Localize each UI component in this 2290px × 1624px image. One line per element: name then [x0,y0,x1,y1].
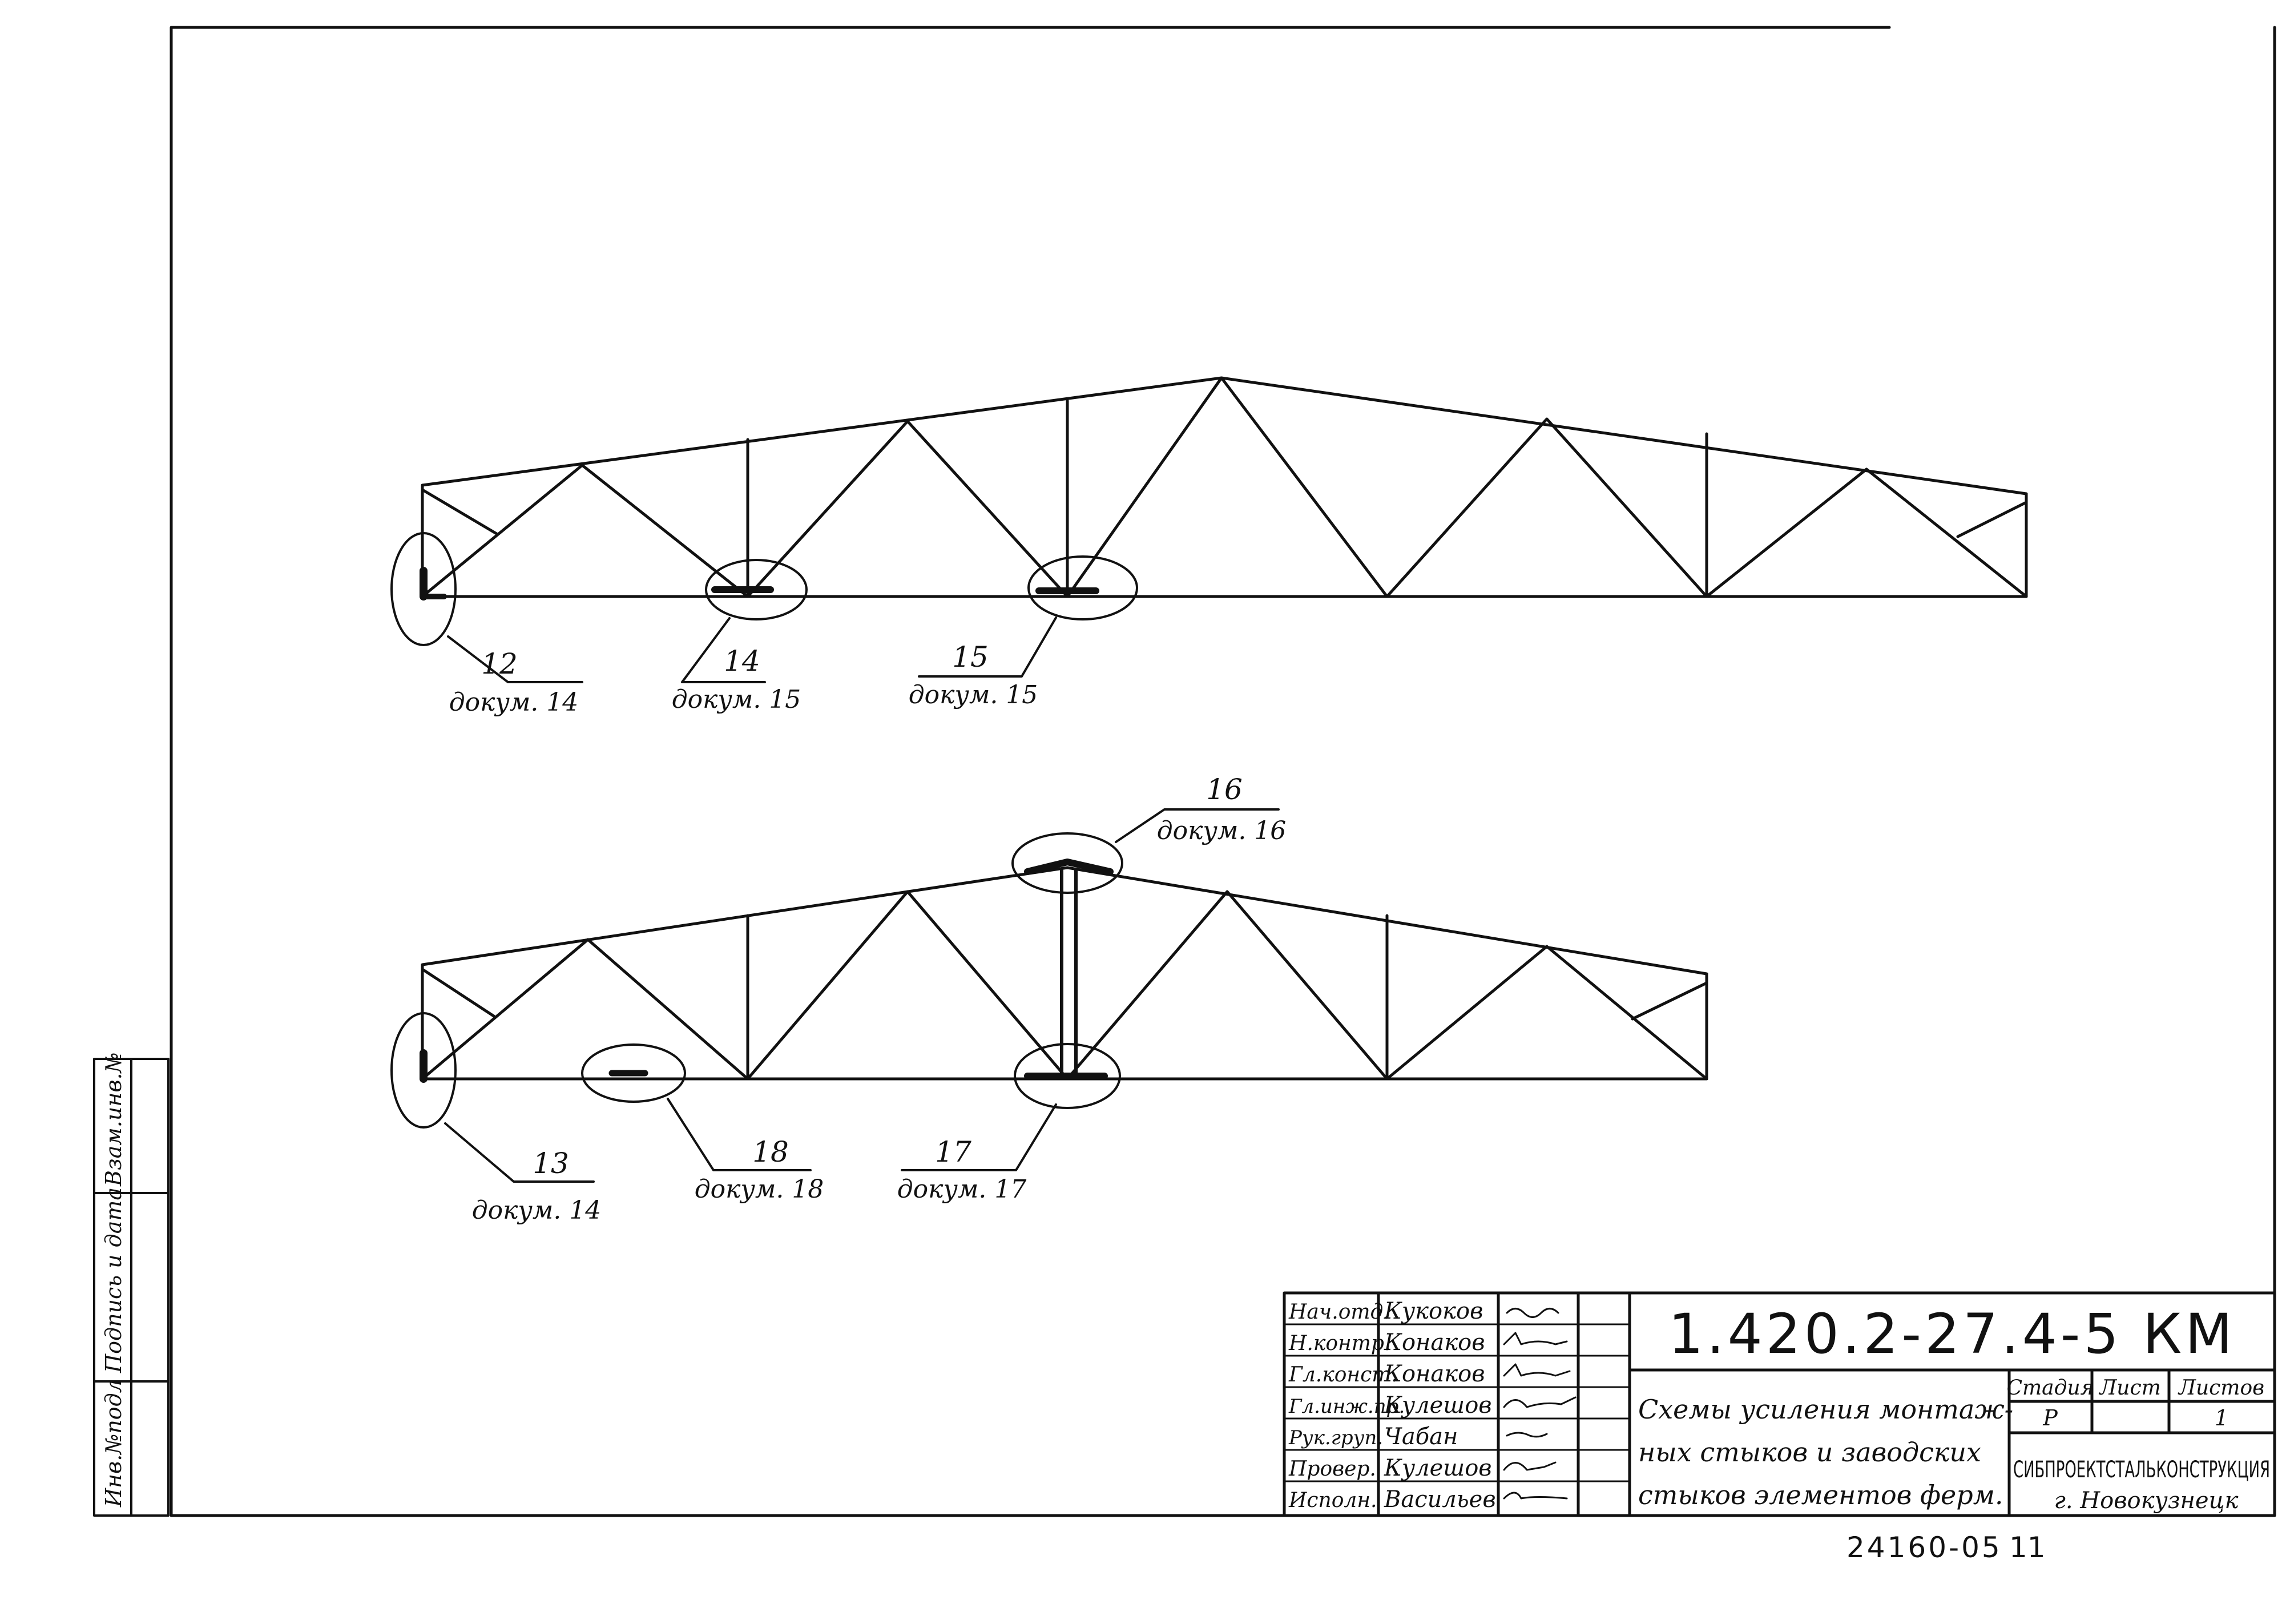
sheet-header: Лист [2098,1376,2161,1400]
side-stamp-vzam-inv: Взам.инв.№ [101,1052,126,1187]
signer-name-4: Кулешов [1384,1392,1492,1419]
callout-18-doc: докум. 18 [695,1175,824,1204]
side-stamp-inv-podl: Инв.№подл [101,1379,126,1508]
callout-12-doc: докум. 14 [449,688,579,717]
truss-lower-detail-marks [390,832,1123,1129]
drawing-frame [170,26,2276,1517]
truss-upper-leaders [447,616,1057,683]
title-block: Нач.отд. Кукоков Н.контр. Конаков Гл.кон… [1283,1291,2276,1517]
callout-16-number: 16 [1206,773,1243,806]
signer-role-6: Провер. [1288,1457,1376,1481]
signer-name-6: Кулешов [1384,1455,1492,1481]
signer-role-7: Исполн. [1288,1489,1377,1512]
description-line-2: ных стыков и заводских [1638,1437,1981,1468]
signer-name-3: Конаков [1384,1361,1485,1387]
organization-city: г. Новокузнецк [2054,1488,2239,1514]
callout-14-doc: докум. 15 [672,685,801,714]
callout-17-number: 17 [935,1135,971,1168]
signer-role-2: Н.контр. [1288,1332,1390,1355]
truss-lower-leaders [444,808,1280,1183]
callout-15-doc: докум. 15 [909,680,1038,710]
sheets-value: 1 [2215,1405,2228,1430]
callout-13-doc: докум. 14 [472,1196,602,1225]
callout-17-doc: докум. 17 [897,1175,1027,1204]
signer-role-5: Рук.груп. [1288,1426,1383,1449]
signer-role-4: Гл.инж.пр. [1288,1395,1405,1418]
callout-13-number: 13 [533,1147,569,1180]
signer-name-5: Чабан [1384,1424,1458,1450]
signature-marks [1503,1308,1577,1500]
stage-header: Стадия [2007,1376,2094,1400]
side-stamp-podpis-data: Подпись и дата [101,1187,126,1373]
side-stamp: Взам.инв.№ Подпись и дата Инв.№подл [93,1052,170,1517]
signer-name-7: Васильев [1384,1486,1496,1513]
organization-name: СИБПРОЕКТСТАЛЬКОНСТРУКЦИЯ [2013,1457,2270,1483]
truss-upper [421,376,2028,598]
truss-upper-detail-marks [390,532,1138,646]
signer-role-3: Гл.конст. [1288,1363,1398,1387]
signer-role-1: Нач.отд. [1288,1300,1390,1324]
signer-name-1: Кукоков [1384,1298,1483,1324]
callout-18-number: 18 [752,1135,789,1168]
callout-12-number: 12 [481,647,518,680]
stage-value: Р [2042,1405,2058,1430]
callout-16-doc: докум. 16 [1157,816,1287,845]
callout-15-number: 15 [952,640,989,674]
signer-name-2: Конаков [1384,1329,1485,1356]
archive-number: 24160-05 [1846,1531,2002,1564]
callout-14-number: 14 [724,644,760,678]
document-code: 1.420.2-27.4-5 КМ [1668,1302,2236,1366]
description-line-3: стыков элементов ферм. [1638,1480,2003,1510]
callout-labels: 12 докум. 14 14 докум. 15 15 докум. 15 1… [449,640,1287,1225]
description-line-1: Схемы усиления монтаж- [1638,1394,2013,1425]
sheets-header: Листов [2178,1376,2264,1400]
page-number: 11 [2009,1531,2046,1564]
